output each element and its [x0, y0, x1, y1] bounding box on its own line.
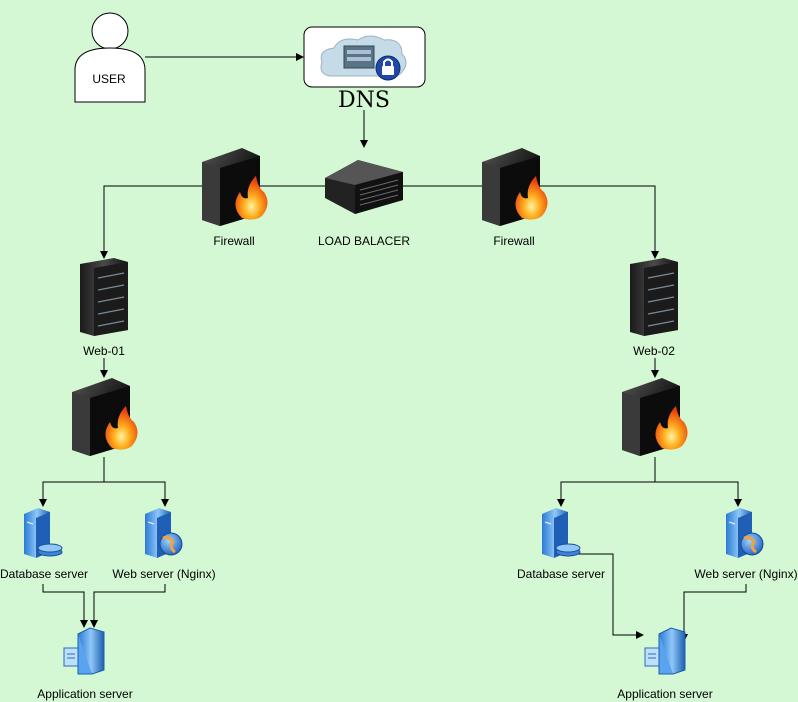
firewall-icon-mid-left: [72, 378, 138, 456]
edge-fw-left-split: [39, 457, 105, 507]
edge-fw-right-split: [557, 457, 656, 507]
firewall-icon-mid-right: [622, 378, 688, 456]
rack-server-icon-web02: [630, 258, 678, 336]
firewall-icon-top-left: [202, 148, 268, 226]
firewall-label-left: Firewall: [213, 234, 255, 248]
dns-label: DNS: [338, 88, 390, 113]
database-server-icon-right: [542, 508, 581, 558]
load-balancer-icon: [325, 160, 403, 214]
edge-db-left-app: [42, 584, 88, 628]
application-server-label-right: Application server: [617, 687, 713, 701]
application-server-icon-left: [63, 627, 105, 675]
web01-label: Web-01: [83, 344, 125, 358]
web-server-label-right: Web server (Nginx): [694, 567, 798, 581]
edge-fw-left-nginx: [104, 481, 169, 507]
edge-db-right-app: [578, 553, 644, 639]
database-server-label-right: Database server: [516, 567, 606, 581]
web-server-label-left: Web server (Nginx): [112, 567, 216, 581]
dns-node: [303, 26, 426, 88]
web02-label: Web-02: [633, 344, 675, 358]
firewall-icon-top-right: [482, 148, 548, 226]
edge-fw-right-nginx: [655, 481, 742, 507]
application-server-icon-right: [644, 627, 686, 675]
firewall-label-right: Firewall: [493, 234, 535, 248]
database-server-label-left: Database server: [0, 567, 89, 581]
edge-nginx-left-app: [90, 584, 166, 628]
rack-server-icon-web01: [80, 258, 128, 336]
user-icon: [74, 12, 146, 103]
edge-nginx-right-app: [680, 584, 747, 642]
database-server-icon-left: [24, 508, 63, 558]
cloud-server-lock-icon: [320, 35, 407, 81]
load-balancer-label: LOAD BALACER: [317, 234, 411, 248]
web-server-icon-left: [145, 508, 183, 558]
application-server-label-left: Application server: [37, 687, 133, 701]
web-server-icon-right: [726, 508, 764, 558]
user-label: USER: [92, 72, 126, 86]
